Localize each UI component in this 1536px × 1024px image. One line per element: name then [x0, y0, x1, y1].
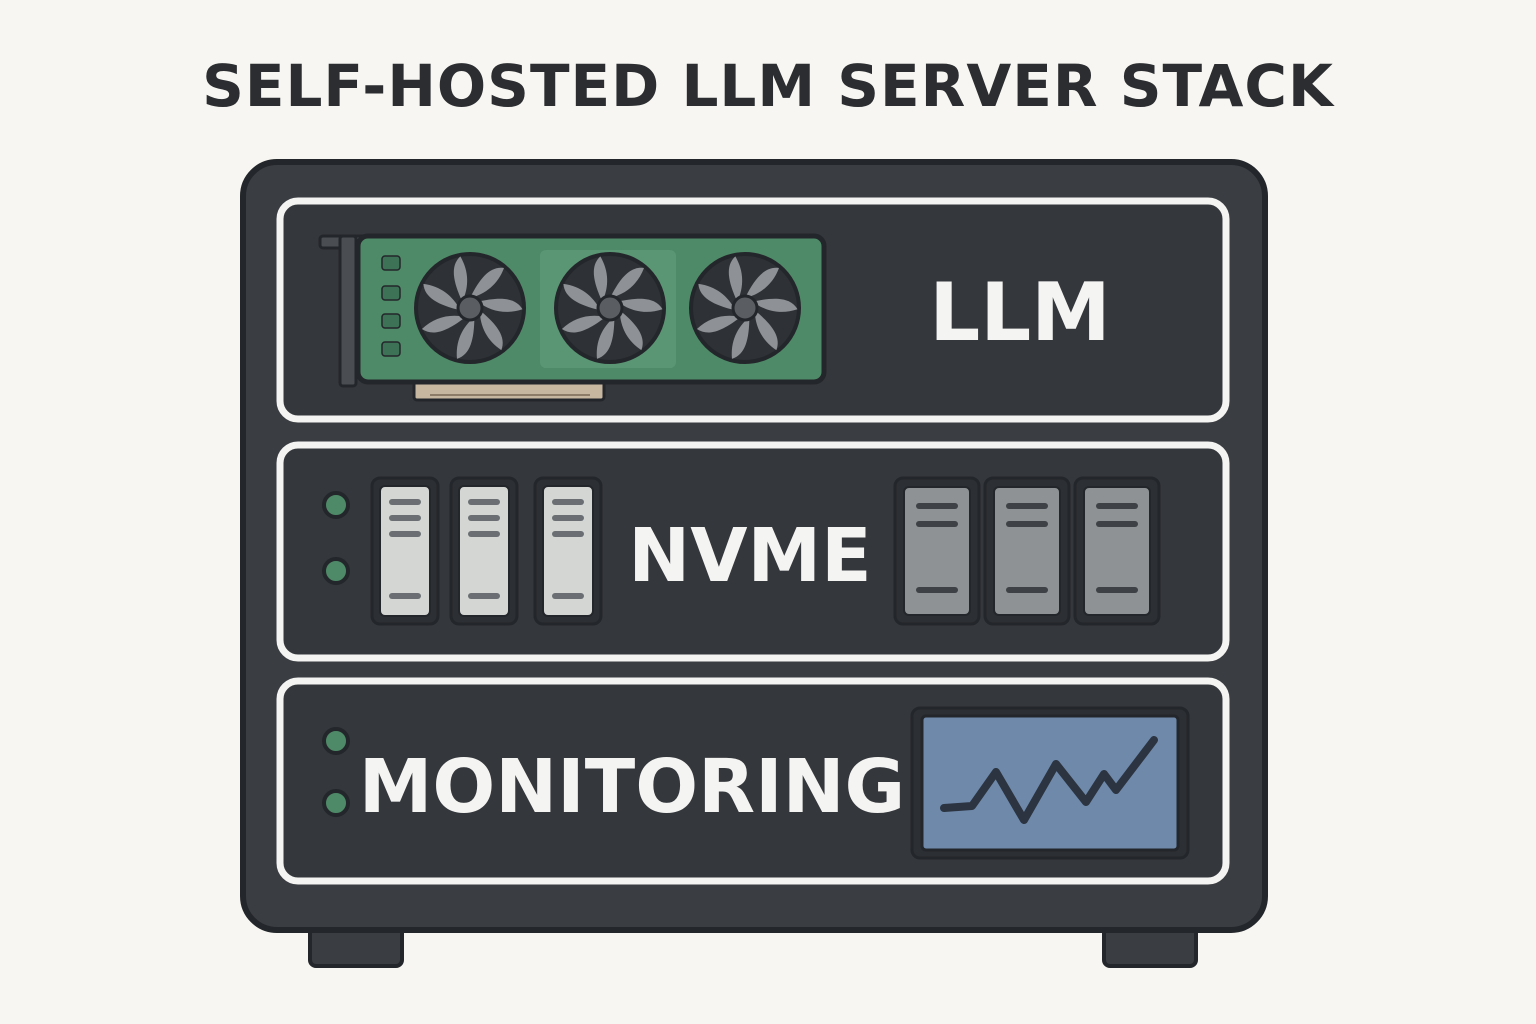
- bay-nvme: NVME: [276, 441, 1230, 662]
- bay-llm: LLM: [276, 197, 1230, 423]
- status-led-icon: [322, 557, 350, 585]
- line-graph-icon: [940, 736, 1158, 824]
- bay-nvme-label: NVME: [628, 513, 871, 599]
- nvme-drive-icon: [893, 476, 981, 626]
- nvme-drive-icon: [449, 476, 519, 626]
- status-led-icon: [322, 491, 350, 519]
- nvme-drive-icon: [1073, 476, 1161, 626]
- bay-monitoring: MONITORING: [276, 677, 1230, 885]
- status-led-icon: [322, 727, 350, 755]
- nvme-drive-icon: [370, 476, 440, 626]
- monitor-screen-icon: [910, 706, 1190, 860]
- bay-monitoring-label: MONITORING: [359, 744, 906, 830]
- bay-llm-label: LLM: [929, 266, 1111, 359]
- nvme-drive-icon: [533, 476, 603, 626]
- fan-icon: [554, 252, 666, 364]
- nvme-drive-icon: [983, 476, 1071, 626]
- status-led-icon: [322, 789, 350, 817]
- fan-icon: [414, 252, 526, 364]
- fan-icon: [689, 252, 801, 364]
- page-title: SELF-HOSTED LLM SERVER STACK: [202, 52, 1334, 120]
